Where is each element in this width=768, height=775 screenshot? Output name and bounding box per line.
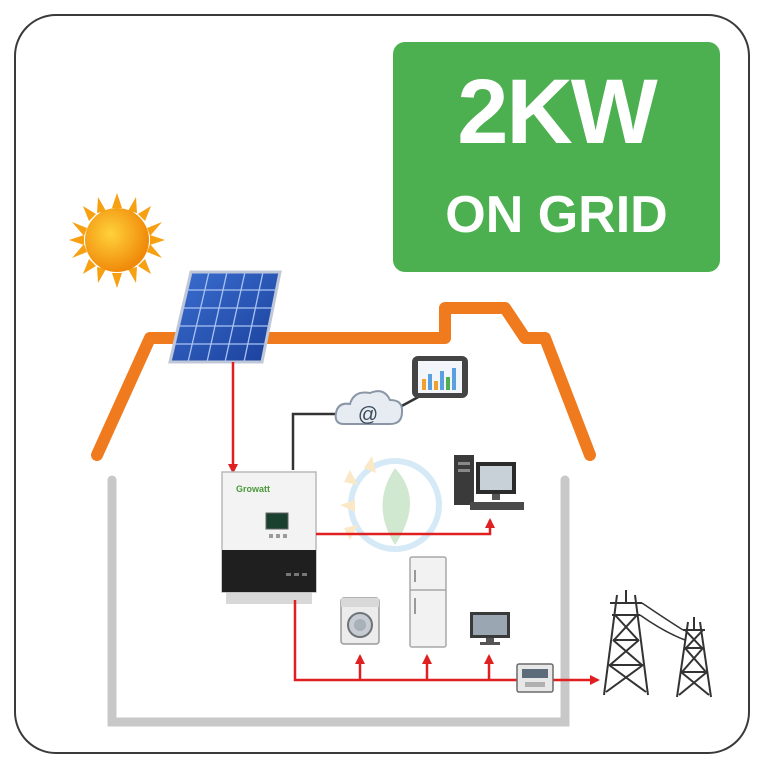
system-badge: 2KW ON GRID xyxy=(393,42,720,272)
inverter-icon: Growatt xyxy=(221,471,317,604)
washing-machine-icon xyxy=(340,597,380,645)
watermark-logo xyxy=(340,456,442,552)
badge-mode: ON GRID xyxy=(445,186,668,244)
electric-meter-icon xyxy=(516,663,554,693)
transmission-tower-icon xyxy=(603,590,712,698)
tv-icon xyxy=(470,612,510,645)
house-wall xyxy=(107,475,570,727)
solar-panel-icon xyxy=(168,270,282,364)
house-roof xyxy=(91,302,596,461)
sun-icon xyxy=(69,193,165,288)
ac-wiring xyxy=(293,518,600,685)
cloud-icon: @ xyxy=(334,390,404,426)
badge-power: 2KW xyxy=(457,61,657,163)
diagram-frame xyxy=(14,14,750,754)
refrigerator-icon xyxy=(409,556,447,648)
desktop-computer-icon xyxy=(454,455,524,510)
tablet-icon xyxy=(412,356,468,398)
cloud-symbol: @ xyxy=(358,404,378,426)
inverter-brand: Growatt xyxy=(236,484,270,494)
